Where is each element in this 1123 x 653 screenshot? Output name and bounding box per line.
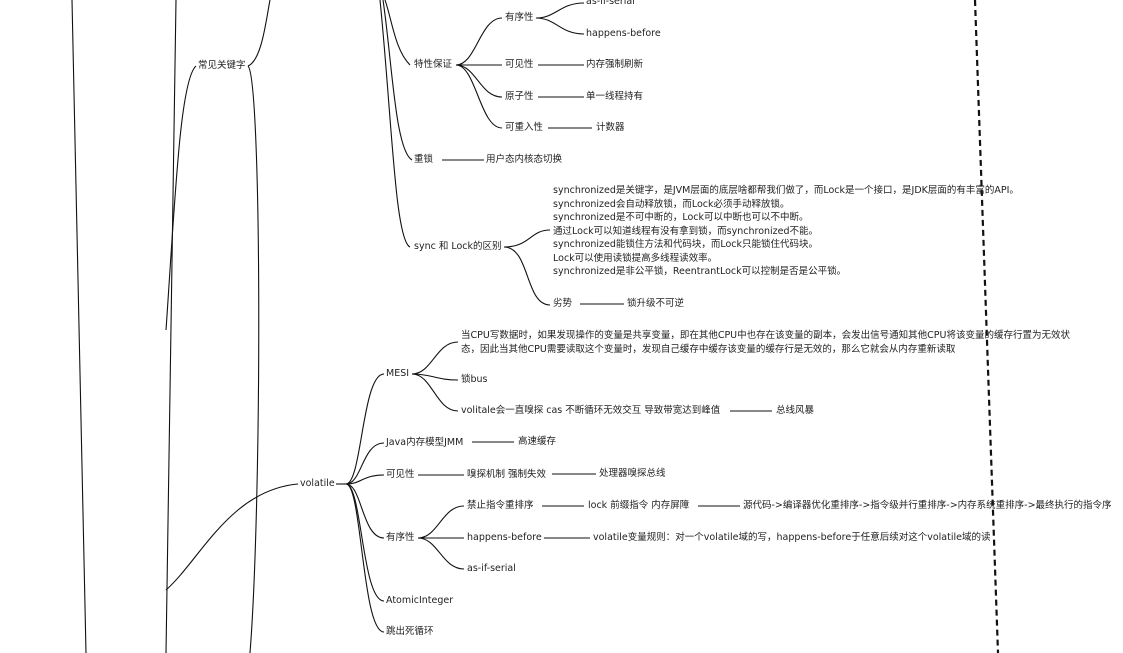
link-features-top	[384, 0, 411, 66]
node-lock-prefix: lock 前缀指令 内存屏障	[588, 500, 690, 511]
node-volatile-rule: volatile变量规则：对一个volatile域的写，happens-befo…	[593, 532, 991, 543]
link-as-if-serial-top	[535, 2, 585, 19]
node-jmm-detail: 高速缓存	[518, 436, 557, 447]
link-reentrant	[455, 64, 503, 129]
dashed-divider	[973, 0, 1000, 653]
sync-line: synchronized是关键字，是JVM层面的底层啥都帮我们做了，而Lock是…	[553, 185, 1019, 196]
node-features: 特性保证	[414, 59, 453, 70]
node-changjian: 常见关键字	[198, 60, 246, 71]
link-atomic	[345, 483, 385, 602]
mesi-desc-line: 当CPU写数据时，如果发现操作的变量是共享变量，即在其他CPU中也存在该变量的副…	[461, 330, 1070, 341]
node-reentrant: 可重入性	[505, 122, 544, 133]
node-as-if-serial-top: as-if-serial	[586, 0, 635, 7]
node-atomic-integer: AtomicInteger	[386, 595, 454, 606]
node-volatile: volatile	[300, 478, 335, 489]
link-deadloop	[345, 483, 385, 633]
node-sniff-detail: 处理器嗅探总线	[599, 468, 666, 479]
link-sync-lock	[379, 0, 411, 248]
link-lockbus	[411, 373, 459, 381]
node-disadvantage-detail: 锁升级不可逆	[627, 298, 685, 309]
link-ordered	[455, 17, 503, 66]
node-jmm: Java内存模型JMM	[386, 437, 464, 448]
node-no-reorder: 禁止指令重排序	[467, 500, 534, 511]
link-asif2	[417, 537, 465, 570]
sync-line: synchronized是不可中断的，Lock可以中断也可以不中断。	[553, 212, 809, 223]
node-as-if-serial: as-if-serial	[467, 563, 516, 574]
node-disadvantage: 劣势	[553, 298, 573, 309]
node-atomicity-detail: 单一线程持有	[586, 91, 644, 102]
link-noreorder	[417, 505, 465, 539]
node-cas-storm: volitale会一直嗅探 cas 不断循环无效交互 导致带宽达到峰值	[461, 405, 721, 416]
link-hb-top	[535, 17, 585, 35]
node-volatile-ordered: 有序性	[386, 532, 415, 543]
node-visibility: 可见性	[505, 59, 534, 70]
link-sync-lines	[503, 229, 551, 248]
link-ord	[345, 483, 385, 539]
node-bus-storm: 总线风暴	[776, 405, 815, 416]
sync-line: synchronized是非公平锁，ReentrantLock可以控制是否是公平…	[553, 266, 847, 277]
mesi-desc-line: 态，因此当其他CPU需要读取这个变量时，发现自己缓存中缓存该变量的缓存行是无效的…	[461, 344, 956, 355]
link-mesi-desc	[411, 341, 459, 375]
link-heavy-lock	[382, 0, 413, 161]
node-heavy-lock: 重锁	[414, 154, 434, 165]
trunk-line-1	[71, 0, 87, 653]
node-mesi: MESI	[386, 368, 410, 379]
node-lock-bus: 锁bus	[461, 374, 488, 385]
sync-line: 通过Lock可以知道线程有没有拿到锁，而synchronized不能。	[553, 225, 819, 237]
branch-changjian-up	[247, 0, 271, 67]
sync-line: synchronized会自动释放锁，而Lock必须手动释放锁。	[553, 198, 790, 210]
node-heavy-lock-detail: 用户态内核态切换	[486, 154, 563, 165]
node-sniff: 嗅探机制 强制失效	[467, 469, 547, 480]
node-happens-before: happens-before	[467, 532, 542, 543]
sync-line: Lock可以使用读锁提高多线程读效率。	[553, 252, 718, 264]
node-atomicity: 原子性	[505, 91, 534, 102]
mesi-description: 当CPU写数据时，如果发现操作的变量是共享变量，即在其他CPU中也存在该变量的副…	[461, 329, 1070, 357]
link-volatile	[165, 483, 299, 591]
node-happens-before-top: happens-before	[586, 28, 661, 39]
node-sync-vs-lock: sync 和 Lock的区别	[414, 241, 502, 252]
node-dead-loop: 跳出死循环	[386, 626, 434, 637]
trunk-line-2	[165, 0, 177, 653]
link-disadv	[503, 246, 551, 306]
link-mesi	[345, 373, 385, 485]
link-cas	[411, 373, 459, 412]
branch-changjian-down	[247, 65, 260, 653]
sync-line: synchronized能锁住方法和代码块，而Lock只能锁住代码块。	[553, 239, 819, 250]
link-vis	[345, 474, 385, 485]
node-reentrant-detail: 计数器	[596, 122, 625, 133]
link-atomicity	[455, 64, 503, 98]
node-ordered: 有序性	[505, 12, 534, 23]
node-visibility-detail: 内存强制刷新	[586, 59, 644, 70]
node-reorder-chain: 源代码->编译器优化重排序->指令级并行重排序->内存系统重排序->最终执行的指…	[743, 500, 1112, 511]
link-jmm	[345, 442, 385, 485]
node-volatile-visibility: 可见性	[386, 469, 415, 480]
branch-changjian	[165, 65, 197, 331]
sync-vs-lock-lines: synchronized是关键字，是JVM层面的底层啥都帮我们做了，而Lock是…	[553, 184, 1019, 279]
